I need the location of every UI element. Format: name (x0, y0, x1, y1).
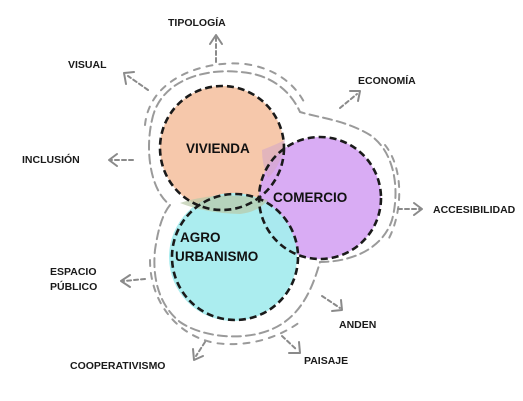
vivienda-label: VIVIENDA (186, 141, 250, 156)
outer-labels: TIPOLOGÍA VISUAL ECONOMÍA INCLUSIÓN ACCE… (22, 16, 516, 372)
arrow-accesibilidad-icon (397, 202, 423, 216)
arrow-visual-icon (123, 71, 149, 91)
economia-label: ECONOMÍA (358, 74, 416, 87)
vivienda-circle (160, 86, 284, 210)
arrow-cooperativismo-icon (192, 341, 206, 361)
comercio-label: COMERCIO (273, 190, 347, 205)
overlap-vivienda-agro (180, 195, 268, 214)
agro-label-line2: URBANISMO (175, 249, 258, 264)
cooperativismo-label: COOPERATIVISMO (70, 360, 165, 372)
arrow-inclusion-icon (108, 153, 134, 167)
arrows (108, 34, 423, 361)
arrow-tipologia-icon (209, 34, 223, 63)
espacio-label-line1: ESPACIO (50, 266, 96, 278)
circle-fills (160, 86, 381, 321)
agro-label-line1: AGRO (180, 230, 221, 245)
anden-label: ANDEN (339, 319, 376, 331)
arrow-economia-icon (339, 90, 361, 109)
circle-labels: VIVIENDA COMERCIO AGRO URBANISMO (175, 141, 347, 264)
arrow-anden-icon (321, 295, 343, 312)
accesibilidad-label: ACCESIBILIDAD (433, 204, 516, 216)
circle-outlines (158, 84, 383, 322)
outer-boundary (144, 62, 401, 346)
inclusion-label: INCLUSIÓN (22, 153, 80, 166)
tipologia-label: TIPOLOGÍA (168, 16, 226, 29)
arrow-espacio-icon (120, 274, 146, 288)
arrow-paisaje-icon (281, 335, 301, 354)
agro-circle (169, 193, 297, 321)
paisaje-label: PAISAJE (304, 355, 348, 367)
agro-outline (170, 192, 300, 322)
visual-label: VISUAL (68, 59, 107, 71)
espacio-label-line2: PÚBLICO (50, 280, 97, 293)
